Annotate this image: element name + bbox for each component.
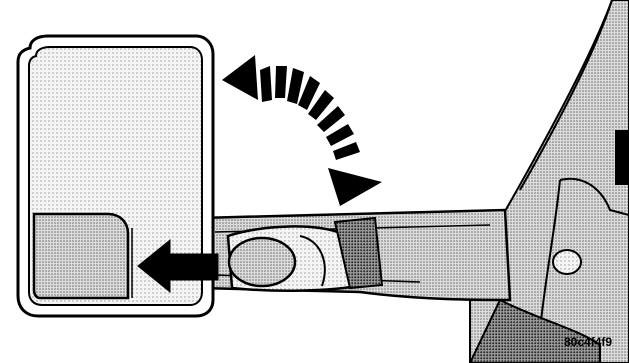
- curved-double-arrow-icon: [222, 55, 382, 206]
- image-code-label: 80c4f4f9: [564, 335, 612, 349]
- spotter-glass: [34, 214, 128, 298]
- door-frame: [470, 0, 629, 363]
- pivot-joint: [228, 218, 382, 291]
- main-glass: [40, 64, 192, 206]
